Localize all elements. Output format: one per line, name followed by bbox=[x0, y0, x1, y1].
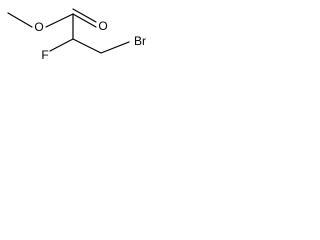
bond-alpha-carbon-methylene bbox=[72, 38, 102, 54]
bond-methylene-bromine bbox=[100, 41, 130, 54]
atom-oxygen-carbonyl: O bbox=[98, 19, 107, 33]
bond-carbonyl-double-1 bbox=[72, 13, 97, 28]
bond-oxygen-carbonyl-carbon bbox=[45, 13, 74, 28]
chemical-structure: O O F Br bbox=[7, 8, 146, 62]
bond-methyl-oxygen bbox=[7, 12, 33, 28]
atom-fluorine: F bbox=[41, 48, 48, 62]
atom-oxygen-ether: O bbox=[34, 20, 43, 34]
bond-carbonyl-double-2 bbox=[72, 8, 97, 23]
bond-alpha-carbon-fluorine bbox=[49, 38, 74, 52]
atom-bromine: Br bbox=[134, 34, 146, 48]
